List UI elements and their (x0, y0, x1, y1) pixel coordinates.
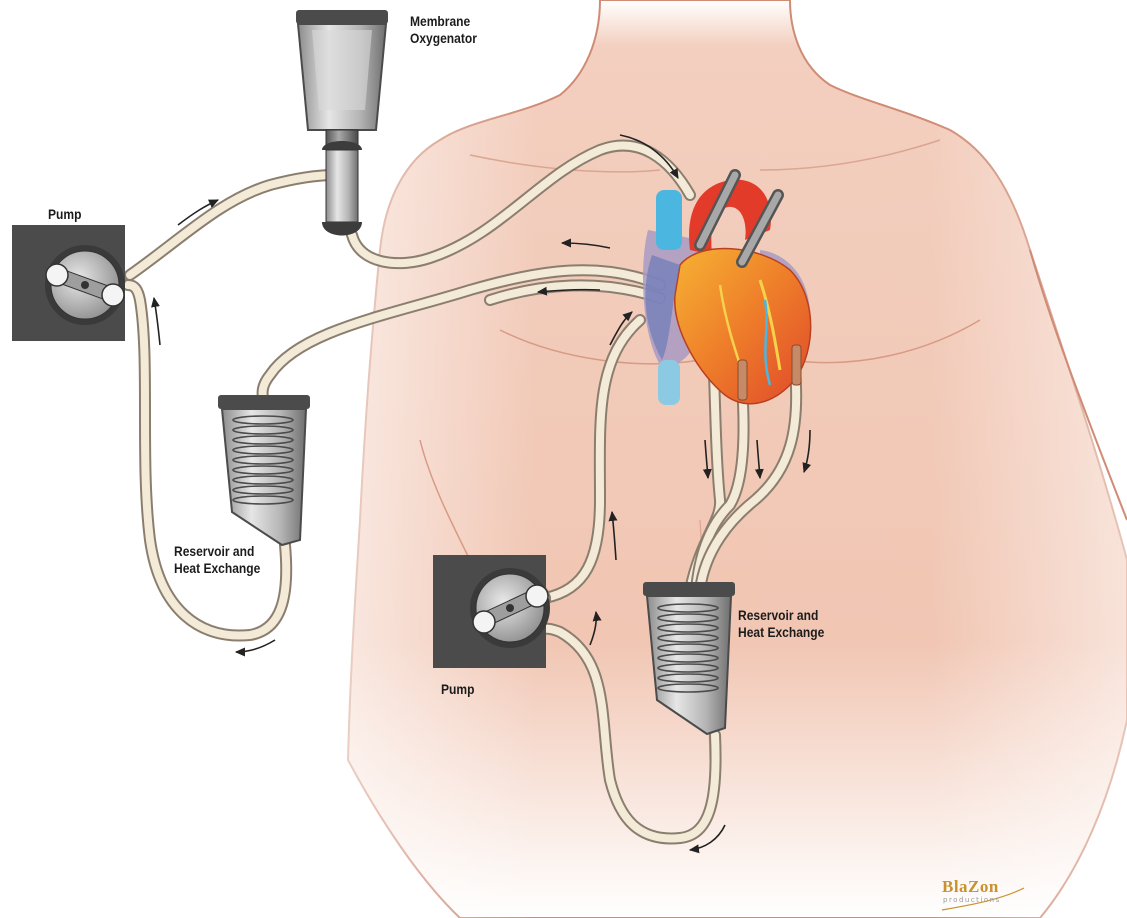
label-reservoir-right-line2: Heat Exchange (738, 624, 824, 641)
roller-pump-bottom (433, 555, 550, 668)
blazon-productions-logo: BlaZon productions (942, 877, 1024, 911)
label-reservoir-left-line1: Reservoir and (174, 543, 260, 560)
logo-subtext: productions (943, 896, 1001, 904)
label-oxygenator-line1: Membrane (410, 13, 477, 30)
label-reservoir-right-line1: Reservoir and (738, 607, 824, 624)
label-oxygenator-line2: Oxygenator (410, 30, 477, 47)
label-pump-bottom: Pump (441, 681, 474, 698)
logo-text: BlaZon (942, 877, 999, 897)
label-reservoir-left: Reservoir and Heat Exchange (174, 543, 260, 577)
label-reservoir-right: Reservoir and Heat Exchange (738, 607, 824, 641)
label-membrane-oxygenator: Membrane Oxygenator (410, 13, 477, 47)
reservoir-left (218, 395, 310, 545)
roller-pump-top (12, 225, 125, 341)
label-reservoir-left-line2: Heat Exchange (174, 560, 260, 577)
torso (340, 0, 1127, 918)
label-pump-top: Pump (48, 206, 81, 223)
